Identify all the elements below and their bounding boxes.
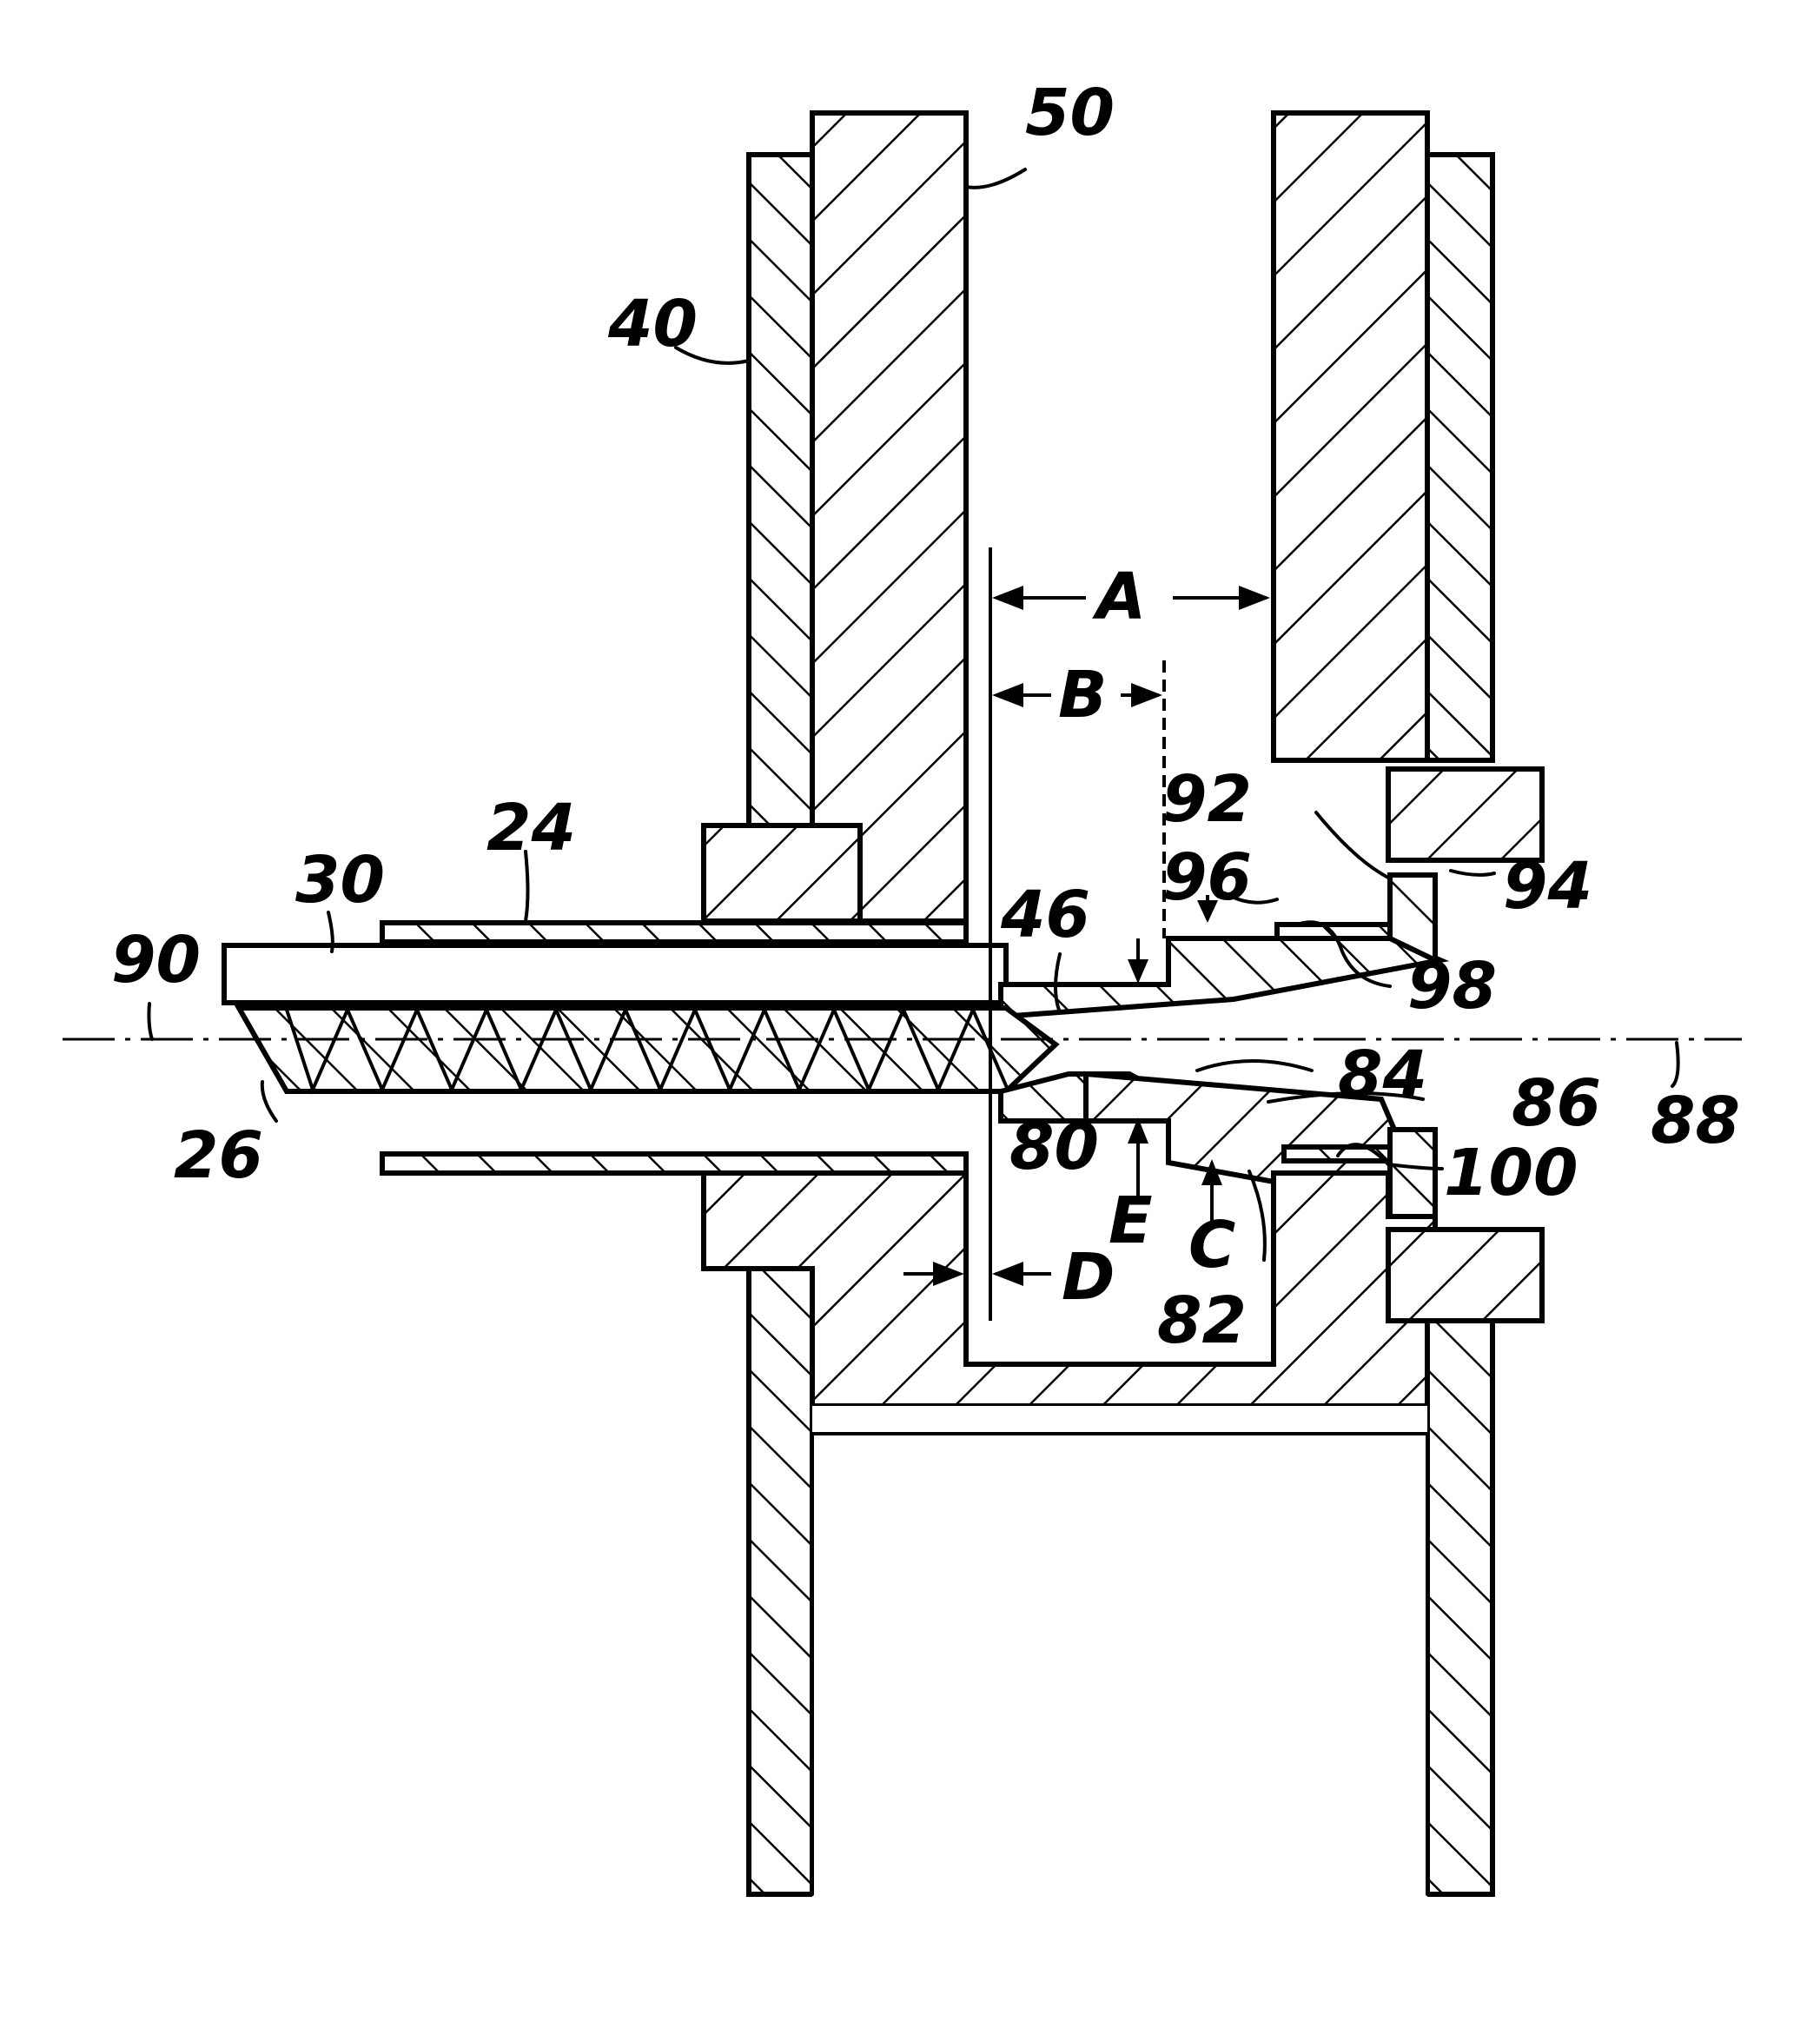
label-90: 90 bbox=[111, 923, 201, 998]
label-98: 98 bbox=[1407, 949, 1497, 1024]
inner-cavity bbox=[812, 1406, 1427, 2014]
label-46: 46 bbox=[1000, 878, 1090, 952]
label-26: 26 bbox=[174, 1118, 263, 1193]
insert-ring-upper-right bbox=[1388, 769, 1542, 860]
dim-d-arrow-right bbox=[992, 1262, 1023, 1286]
mold-plate-50-upper bbox=[812, 113, 966, 921]
label-86: 86 bbox=[1512, 1066, 1601, 1141]
dim-arrow-1-head bbox=[1128, 959, 1148, 984]
tube-24-upper bbox=[382, 923, 966, 942]
label-24: 24 bbox=[486, 791, 576, 865]
dim-label-c: C bbox=[1188, 1208, 1235, 1283]
label-100: 100 bbox=[1444, 1136, 1578, 1210]
dim-label-d: D bbox=[1062, 1240, 1115, 1315]
dim-label-a: A bbox=[1092, 560, 1146, 634]
mold-plate-right-upper bbox=[1274, 113, 1427, 760]
insert-ring-lower-right bbox=[1388, 1230, 1542, 1321]
sleeve-40-upper bbox=[704, 155, 812, 921]
label-40: 40 bbox=[607, 287, 698, 361]
tube-24-lower bbox=[382, 1154, 966, 1173]
label-80: 80 bbox=[1009, 1110, 1099, 1184]
label-30: 30 bbox=[295, 843, 385, 918]
label-94: 94 bbox=[1503, 849, 1592, 924]
label-96: 96 bbox=[1162, 840, 1252, 915]
dim-b-arrow-left bbox=[992, 683, 1023, 707]
sleeve-right-upper bbox=[1427, 155, 1492, 760]
dim-a-arrow-right bbox=[1239, 586, 1270, 610]
sleeve-40-lower bbox=[749, 1269, 812, 1894]
label-82: 82 bbox=[1157, 1283, 1247, 1358]
label-92: 92 bbox=[1162, 762, 1252, 837]
label-84: 84 bbox=[1338, 1038, 1427, 1112]
dim-label-b: B bbox=[1058, 658, 1107, 733]
dim-label-e: E bbox=[1109, 1183, 1153, 1258]
sleeve-right-lower bbox=[1427, 1321, 1492, 1894]
label-50: 50 bbox=[1025, 76, 1115, 150]
dim-b-arrow-right bbox=[1131, 683, 1162, 707]
label-88: 88 bbox=[1651, 1084, 1740, 1158]
member-30 bbox=[224, 945, 1006, 1003]
dim-a-arrow-left bbox=[992, 586, 1023, 610]
ring-lower-right bbox=[1390, 1130, 1435, 1217]
plate-flange-upper bbox=[704, 825, 860, 921]
